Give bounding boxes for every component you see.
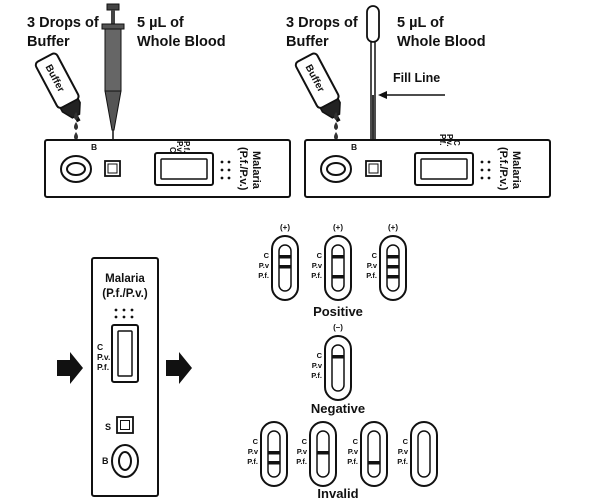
cassette-vertical-name-2: (P.f./P.v.) xyxy=(102,288,148,300)
result-label: P.f. xyxy=(397,457,408,466)
result-label: C xyxy=(372,251,378,260)
result-label: C xyxy=(253,437,259,446)
result-sign: (–) xyxy=(333,323,343,332)
result-label: C xyxy=(317,351,323,360)
result-label: P.v xyxy=(312,261,323,270)
result-label: C xyxy=(403,437,409,446)
result-line-c xyxy=(332,355,344,359)
result-label: P.v xyxy=(259,261,270,270)
result-label: C xyxy=(302,437,308,446)
cassette-name-2: (P.f./P.v.) xyxy=(497,147,509,191)
fill-line-label: Fill Line xyxy=(393,71,440,85)
results-panel: Positive Negative Invalid (+)CP.vP.f.(+)… xyxy=(247,223,438,501)
step-1-buffer-text-2: Buffer xyxy=(27,34,70,50)
sample-well-letter: S xyxy=(105,422,111,432)
result-label: P.v xyxy=(297,447,308,456)
result-window-inner xyxy=(367,430,381,478)
result-label: P.v xyxy=(312,361,323,370)
result-line-pv xyxy=(268,451,280,455)
positive-result-window: (+) CP.vP.f. xyxy=(311,223,352,301)
cassette-step-2: B C P.v. P.f. Malaria (P.f./P.v.) xyxy=(304,134,551,198)
result-sign: (+) xyxy=(280,223,290,232)
result-label: P.v xyxy=(367,261,378,270)
buffer-bottle-icon: Buffer xyxy=(34,52,81,123)
fill-line-arrow xyxy=(378,91,445,99)
marker-pf: P.f. xyxy=(182,141,191,152)
buffer-bottle-icon: Buffer xyxy=(294,52,341,123)
marker-c: C xyxy=(168,147,177,153)
step-2-buffer-text-2: Buffer xyxy=(286,34,329,50)
negative-result-window: (–) CP.vP.f. xyxy=(311,323,352,401)
result-sign: (+) xyxy=(333,223,343,232)
step-2-buffer-text-1: 3 Drops of xyxy=(286,15,358,31)
negative-title: Negative xyxy=(311,401,365,416)
result-line-c xyxy=(387,255,399,259)
step-1-panel: 3 Drops of Buffer 5 µL of Whole Blood Bu… xyxy=(27,3,291,198)
step-1-blood-text-2: Whole Blood xyxy=(137,34,226,50)
result-line-pf xyxy=(332,275,344,279)
buffer-well-letter: B xyxy=(91,142,97,152)
result-line-pf xyxy=(387,275,399,279)
result-label: P.v xyxy=(348,447,359,456)
positive-result-window: (+) CP.vP.f. xyxy=(366,223,407,301)
arrow-right-icon xyxy=(166,352,192,384)
marker-pv: P.v. xyxy=(445,134,454,147)
result-window-inner xyxy=(331,244,345,292)
step-1-buffer-text-1: 3 Drops of xyxy=(27,15,99,31)
invalid-result-window: CP.vP.f. xyxy=(247,421,288,487)
marker-c: C xyxy=(452,140,461,146)
result-line-c xyxy=(279,255,291,259)
result-label: P.f. xyxy=(247,457,258,466)
cassette-name-1: Malaria xyxy=(250,151,262,190)
positive-result-window: (+) CP.vP.f. xyxy=(258,223,299,301)
buffer-drops xyxy=(74,112,78,140)
cassette-name-2: (P.f./P.v.) xyxy=(237,147,249,191)
invalid-result-window: CP.vP.f. xyxy=(347,421,388,487)
result-label: P.f. xyxy=(311,371,322,380)
result-label: P.f. xyxy=(366,271,377,280)
result-label: P.v xyxy=(248,447,259,456)
buffer-drops xyxy=(334,112,338,140)
result-label: P.v xyxy=(398,447,409,456)
result-label: C xyxy=(264,251,270,260)
step-2-blood-text-1: 5 µL of xyxy=(397,15,444,31)
invalid-result-window: CP.vP.f. xyxy=(397,421,438,487)
pipette-icon xyxy=(101,3,125,148)
result-line-c xyxy=(332,255,344,259)
result-line-pf xyxy=(268,461,280,465)
cassette-vertical-name-1: Malaria xyxy=(105,273,145,285)
result-label: P.f. xyxy=(347,457,358,466)
arrow-right-icon xyxy=(57,352,83,384)
buffer-well-letter: B xyxy=(351,142,357,152)
invalid-result-window: CP.vP.f. xyxy=(296,421,337,487)
result-label: P.f. xyxy=(258,271,269,280)
result-label: C xyxy=(353,437,359,446)
marker-pv: P.v. xyxy=(175,141,184,154)
step-2-blood-text-2: Whole Blood xyxy=(397,34,486,50)
cassette-vertical: Malaria (P.f./P.v.) C P.v. P.f. S B xyxy=(91,257,159,497)
marker-pf: P.f. xyxy=(438,134,447,145)
cassette-step-1: B C P.v. P.f. Malaria (P.f./P.v.) xyxy=(44,139,291,198)
capillary-tube-icon xyxy=(366,5,380,149)
result-label: C xyxy=(317,251,323,260)
result-window-inner xyxy=(417,430,431,478)
cassette-name-1: Malaria xyxy=(510,151,522,190)
result-line-pv xyxy=(387,265,399,269)
positive-title: Positive xyxy=(313,304,363,319)
result-line-pv xyxy=(317,451,329,455)
result-label: P.f. xyxy=(311,271,322,280)
step-1-blood-text-1: 5 µL of xyxy=(137,15,184,31)
step-2-panel: 3 Drops of Buffer 5 µL of Whole Blood Fi… xyxy=(286,5,551,198)
result-sign: (+) xyxy=(388,223,398,232)
invalid-title: Invalid xyxy=(317,486,358,501)
result-label: P.f. xyxy=(296,457,307,466)
buffer-well-letter-vertical: B xyxy=(102,456,109,466)
result-line-pf xyxy=(368,461,380,465)
vertical-marker-pf: P.f. xyxy=(97,362,109,372)
vertical-marker-pv: P.v. xyxy=(97,352,110,362)
vertical-marker-c: C xyxy=(97,342,103,352)
result-window-inner xyxy=(331,344,345,392)
result-line-pv xyxy=(279,265,291,269)
